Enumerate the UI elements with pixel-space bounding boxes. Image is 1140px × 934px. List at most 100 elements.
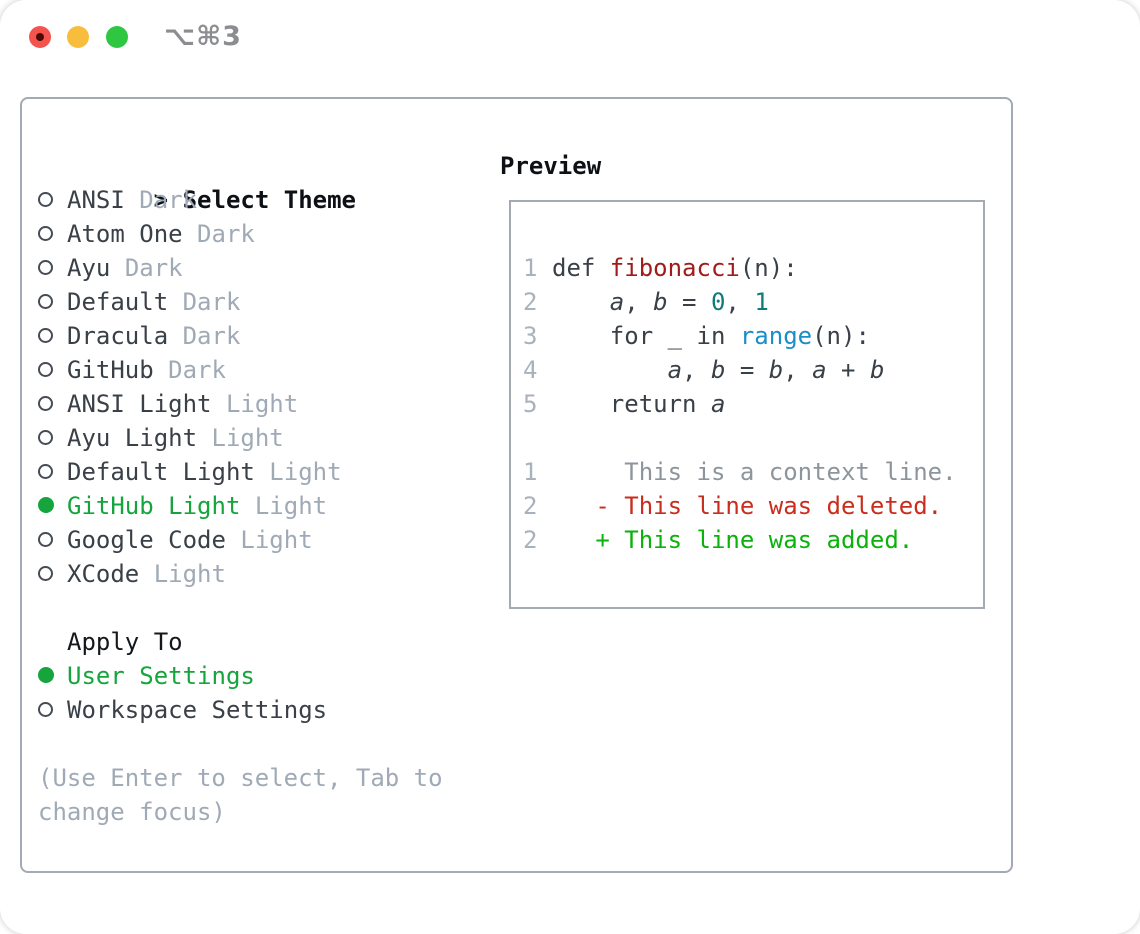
theme-name: Ayu Light (67, 424, 198, 452)
radio-icon (38, 327, 53, 343)
theme-item-atom-one[interactable]: Atom One Dark (38, 217, 443, 251)
preview-header: Preview (500, 152, 602, 180)
apply-option-workspace-settings[interactable]: Workspace Settings (38, 693, 443, 727)
select-theme-title: Select Theme (182, 186, 356, 214)
select-theme-header: > Select Theme (38, 149, 443, 214)
line-number: 2 (523, 288, 538, 316)
code-token-num: 0 (710, 288, 726, 316)
code-token-var: b (768, 356, 784, 384)
close-button[interactable] (29, 26, 51, 48)
theme-item-ayu[interactable]: Ayu Dark (38, 251, 443, 285)
code-token-var: a (812, 356, 827, 384)
focus-caret-icon: > (153, 186, 169, 214)
theme-item-ayu-light[interactable]: Ayu Light Light (38, 421, 443, 455)
theme-name: GitHub Light (67, 492, 241, 520)
theme-name: Ayu (67, 254, 111, 282)
theme-item-ansi-light[interactable]: ANSI Light Light (38, 387, 443, 421)
theme-name: Dracula (67, 322, 169, 350)
code-token-del: - This line was deleted. (552, 492, 943, 520)
window-title: ⌥⌘3 (164, 21, 242, 52)
theme-name: ANSI (67, 186, 125, 214)
theme-name: Google Code (67, 526, 226, 554)
radio-selected-icon (38, 497, 54, 513)
code-token-var: b (710, 356, 726, 384)
theme-name: ANSI Light (67, 390, 212, 418)
code-token-code: (n): (812, 322, 870, 350)
code-token-code: , (725, 288, 755, 316)
code-line: 2 a, b = 0, 1 (523, 285, 983, 319)
theme-variant: Dark (139, 186, 198, 214)
line-number: 4 (523, 356, 538, 384)
theme-item-ansi[interactable]: ANSI Dark (38, 183, 443, 217)
code-token-ctx: This is a context line. (552, 458, 957, 486)
code-token-var: a (667, 356, 683, 384)
theme-variant: Dark (168, 356, 226, 384)
theme-variant: Light (254, 492, 328, 520)
theme-item-google-code[interactable]: Google Code Light (38, 523, 443, 557)
code-token-code (552, 356, 668, 384)
code-blank-line (523, 421, 983, 455)
code-line: 3 for _ in range(n): (523, 319, 983, 353)
theme-variant: Dark (182, 288, 241, 316)
code-line: 2 + This line was added. (523, 523, 983, 557)
theme-name: Default Light (67, 458, 255, 486)
hint-line-1: (Use Enter to select, Tab to (38, 764, 443, 792)
code-line: 1 This is a context line. (523, 455, 983, 489)
apply-option-label: Workspace Settings (67, 696, 328, 724)
hint-text: (Use Enter to select, Tab to change focu… (38, 761, 443, 829)
code-token-var: a (710, 390, 726, 418)
radio-icon (38, 259, 53, 275)
minimize-button[interactable] (67, 26, 89, 48)
line-number: 1 (523, 254, 538, 282)
code-token-var: a (609, 288, 625, 316)
spacer (38, 727, 443, 761)
theme-item-default[interactable]: Default Dark (38, 285, 443, 319)
code-token-code: for _ in (552, 322, 740, 350)
apply-to-header: Apply To (67, 628, 183, 656)
theme-name: Default (67, 288, 169, 316)
radio-icon (38, 191, 53, 207)
hint-line-2: change focus) (38, 798, 226, 826)
radio-selected-icon (38, 667, 54, 683)
radio-icon (38, 225, 53, 241)
zoom-button[interactable] (106, 26, 128, 48)
code-token-code: = (667, 288, 711, 316)
code-token-num: 1 (754, 288, 769, 316)
theme-variant: Dark (197, 220, 255, 248)
code-token-func: fibonacci (609, 254, 740, 282)
theme-item-github-light[interactable]: GitHub Light Light (38, 489, 443, 523)
code-token-code: = (725, 356, 769, 384)
code-token-code: , (682, 356, 711, 384)
radio-icon (38, 565, 53, 581)
theme-item-default-light[interactable]: Default Light Light (38, 455, 443, 489)
line-number: 3 (523, 322, 538, 350)
theme-item-github[interactable]: GitHub Dark (38, 353, 443, 387)
theme-item-dracula[interactable]: Dracula Dark (38, 319, 443, 353)
radio-icon (38, 361, 53, 377)
theme-item-xcode[interactable]: XCode Light (38, 557, 443, 591)
apply-option-label: User Settings (67, 662, 255, 690)
theme-variant: Dark (124, 254, 183, 282)
line-number: 1 (523, 458, 538, 486)
theme-name: Atom One (67, 220, 183, 248)
code-token-code: + (826, 356, 870, 384)
code-line: 4 a, b = b, a + b (523, 353, 983, 387)
radio-icon (38, 701, 53, 717)
code-token-add: + This line was added. (552, 526, 914, 554)
code-token-code: return (552, 390, 711, 418)
line-number: 2 (523, 492, 538, 520)
code-token-var: b (653, 288, 668, 316)
code-token-code: , (624, 288, 654, 316)
line-number: 2 (523, 526, 538, 554)
code-line: 2 - This line was deleted. (523, 489, 983, 523)
radio-icon (38, 463, 53, 479)
radio-icon (38, 531, 53, 547)
apply-option-user-settings[interactable]: User Settings (38, 659, 443, 693)
